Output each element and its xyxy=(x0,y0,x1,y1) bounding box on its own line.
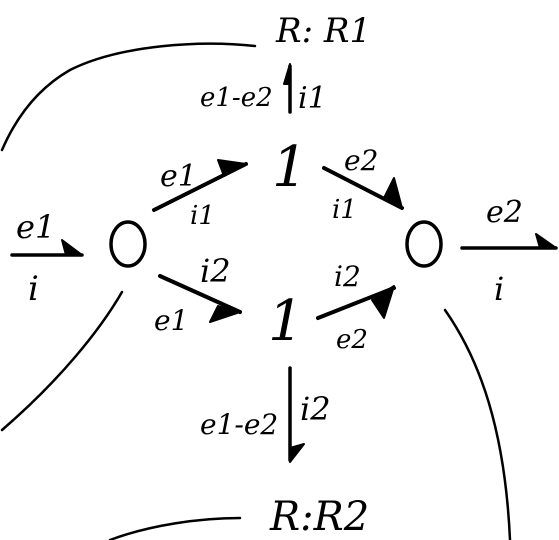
bond-input-halfarrow xyxy=(61,239,83,256)
curve-bottom-left xyxy=(0,290,124,432)
bond-left-top-flow: i1 xyxy=(190,201,215,231)
junction-right-label: 0 xyxy=(424,243,425,245)
bond-bottom-r2-effort: e1-e2 xyxy=(200,408,278,441)
bond-top-right-effort: e2 xyxy=(344,144,378,177)
curve-top-left xyxy=(0,42,257,152)
bond-left-bottom-effort: e1 xyxy=(154,304,188,337)
bond-top-right-flow: i1 xyxy=(332,195,357,225)
bond-left-top-halfarrow xyxy=(217,159,247,177)
r2-label: R:R2 xyxy=(269,494,369,540)
bond-top-r1-flow: i1 xyxy=(298,81,327,116)
bond-top-r1-effort: e1-e2 xyxy=(200,83,273,113)
bond-input-flow: i xyxy=(28,269,39,309)
bond-left-bottom-halfarrow xyxy=(209,305,241,323)
bond-input-effort: e1 xyxy=(16,208,55,246)
curve-bottom-center xyxy=(108,516,242,540)
junction-right-zero xyxy=(405,220,443,268)
bond-output-effort: e2 xyxy=(486,195,523,230)
junction-left-label: 0 xyxy=(128,243,129,245)
bond-output-flow: i xyxy=(494,270,504,308)
bond-left-bottom-line xyxy=(158,274,242,314)
bond-bottom-r2-flow: i2 xyxy=(300,390,331,428)
bond-top-r1-halfarrow xyxy=(283,63,291,85)
bond-output-halfarrow xyxy=(535,233,557,249)
junction-left-zero xyxy=(109,220,147,268)
bond-bottom-right-effort: e2 xyxy=(336,325,368,355)
r1-label: R: R1 xyxy=(275,11,371,51)
bond-left-bottom-flow: i2 xyxy=(200,252,231,290)
bond-top-right-halfarrow xyxy=(383,177,403,209)
junction-bottom-one: 1 xyxy=(268,289,304,354)
junction-top-one: 1 xyxy=(272,135,308,200)
bond-left-top-effort: e1 xyxy=(160,159,197,194)
bond-bottom-right-flow: i2 xyxy=(334,260,361,293)
bond-bottom-right-halfarrow xyxy=(371,285,395,319)
curve-bottom-right xyxy=(443,308,512,540)
bond-bottom-r2-halfarrow xyxy=(289,443,305,463)
